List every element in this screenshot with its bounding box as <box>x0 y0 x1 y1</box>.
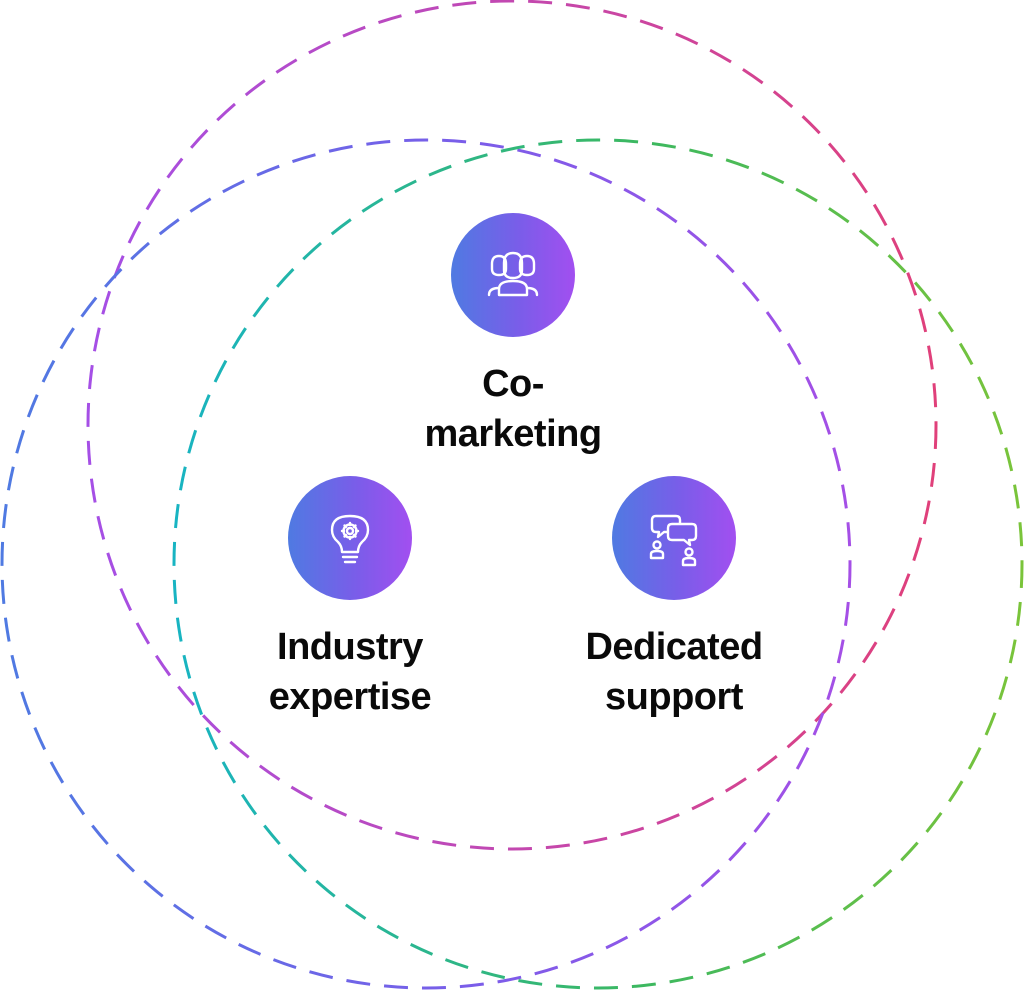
ring-top <box>86 0 938 851</box>
industry-expertise-badge <box>288 476 412 600</box>
dedicated-support-label: Dedicated support <box>585 626 763 718</box>
node-dedicated-support: Dedicated support <box>554 476 794 722</box>
lightbulb-gear-icon <box>330 514 370 564</box>
co-marketing-label: Co- marketing <box>424 363 602 455</box>
dedicated-support-badge <box>612 476 736 600</box>
node-co-marketing: Co- marketing <box>393 213 633 459</box>
node-industry-expertise: Industry expertise <box>230 476 470 722</box>
ring-left <box>0 138 852 990</box>
people-group-icon <box>487 251 539 297</box>
ring-right <box>172 138 1024 990</box>
co-marketing-badge <box>451 213 575 337</box>
chat-people-icon <box>649 514 698 567</box>
industry-expertise-label: Industry expertise <box>268 626 432 718</box>
